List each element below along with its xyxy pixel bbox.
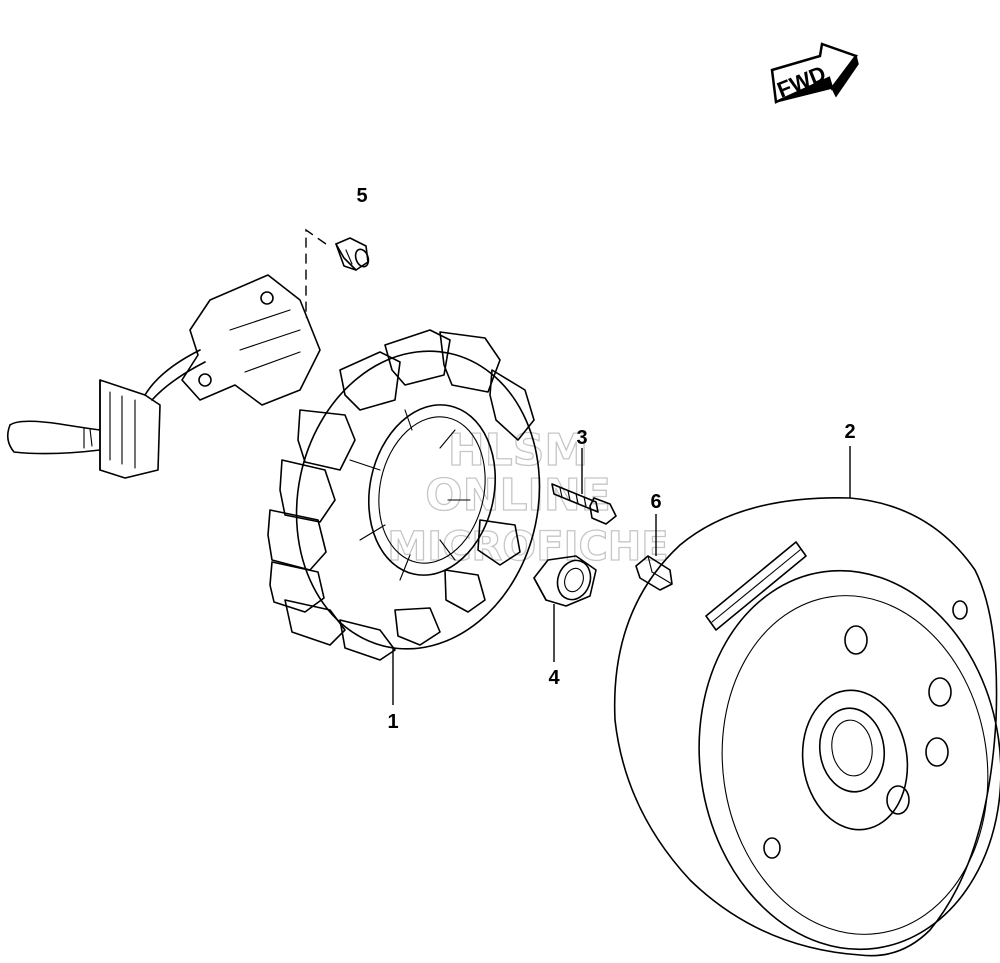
callout-1: 1	[387, 711, 398, 733]
watermark-line1: HLSM	[448, 425, 588, 476]
rotor-part[interactable]	[613, 446, 1000, 963]
screw-part[interactable]	[305, 228, 371, 318]
callout-4: 4	[548, 667, 560, 689]
callout-3: 3	[576, 427, 587, 449]
callout-5: 5	[356, 185, 367, 207]
callout-6: 6	[650, 491, 661, 513]
watermark-line2: ONLINE	[425, 470, 611, 521]
nut-part[interactable]	[533, 555, 597, 662]
bolt-part[interactable]	[551, 448, 617, 525]
key-part[interactable]	[635, 514, 673, 591]
stator-part[interactable]	[6, 274, 567, 705]
stator-core	[267, 329, 541, 661]
callout-2: 2	[844, 421, 855, 443]
fwd-arrow-icon: FWD	[770, 42, 859, 104]
